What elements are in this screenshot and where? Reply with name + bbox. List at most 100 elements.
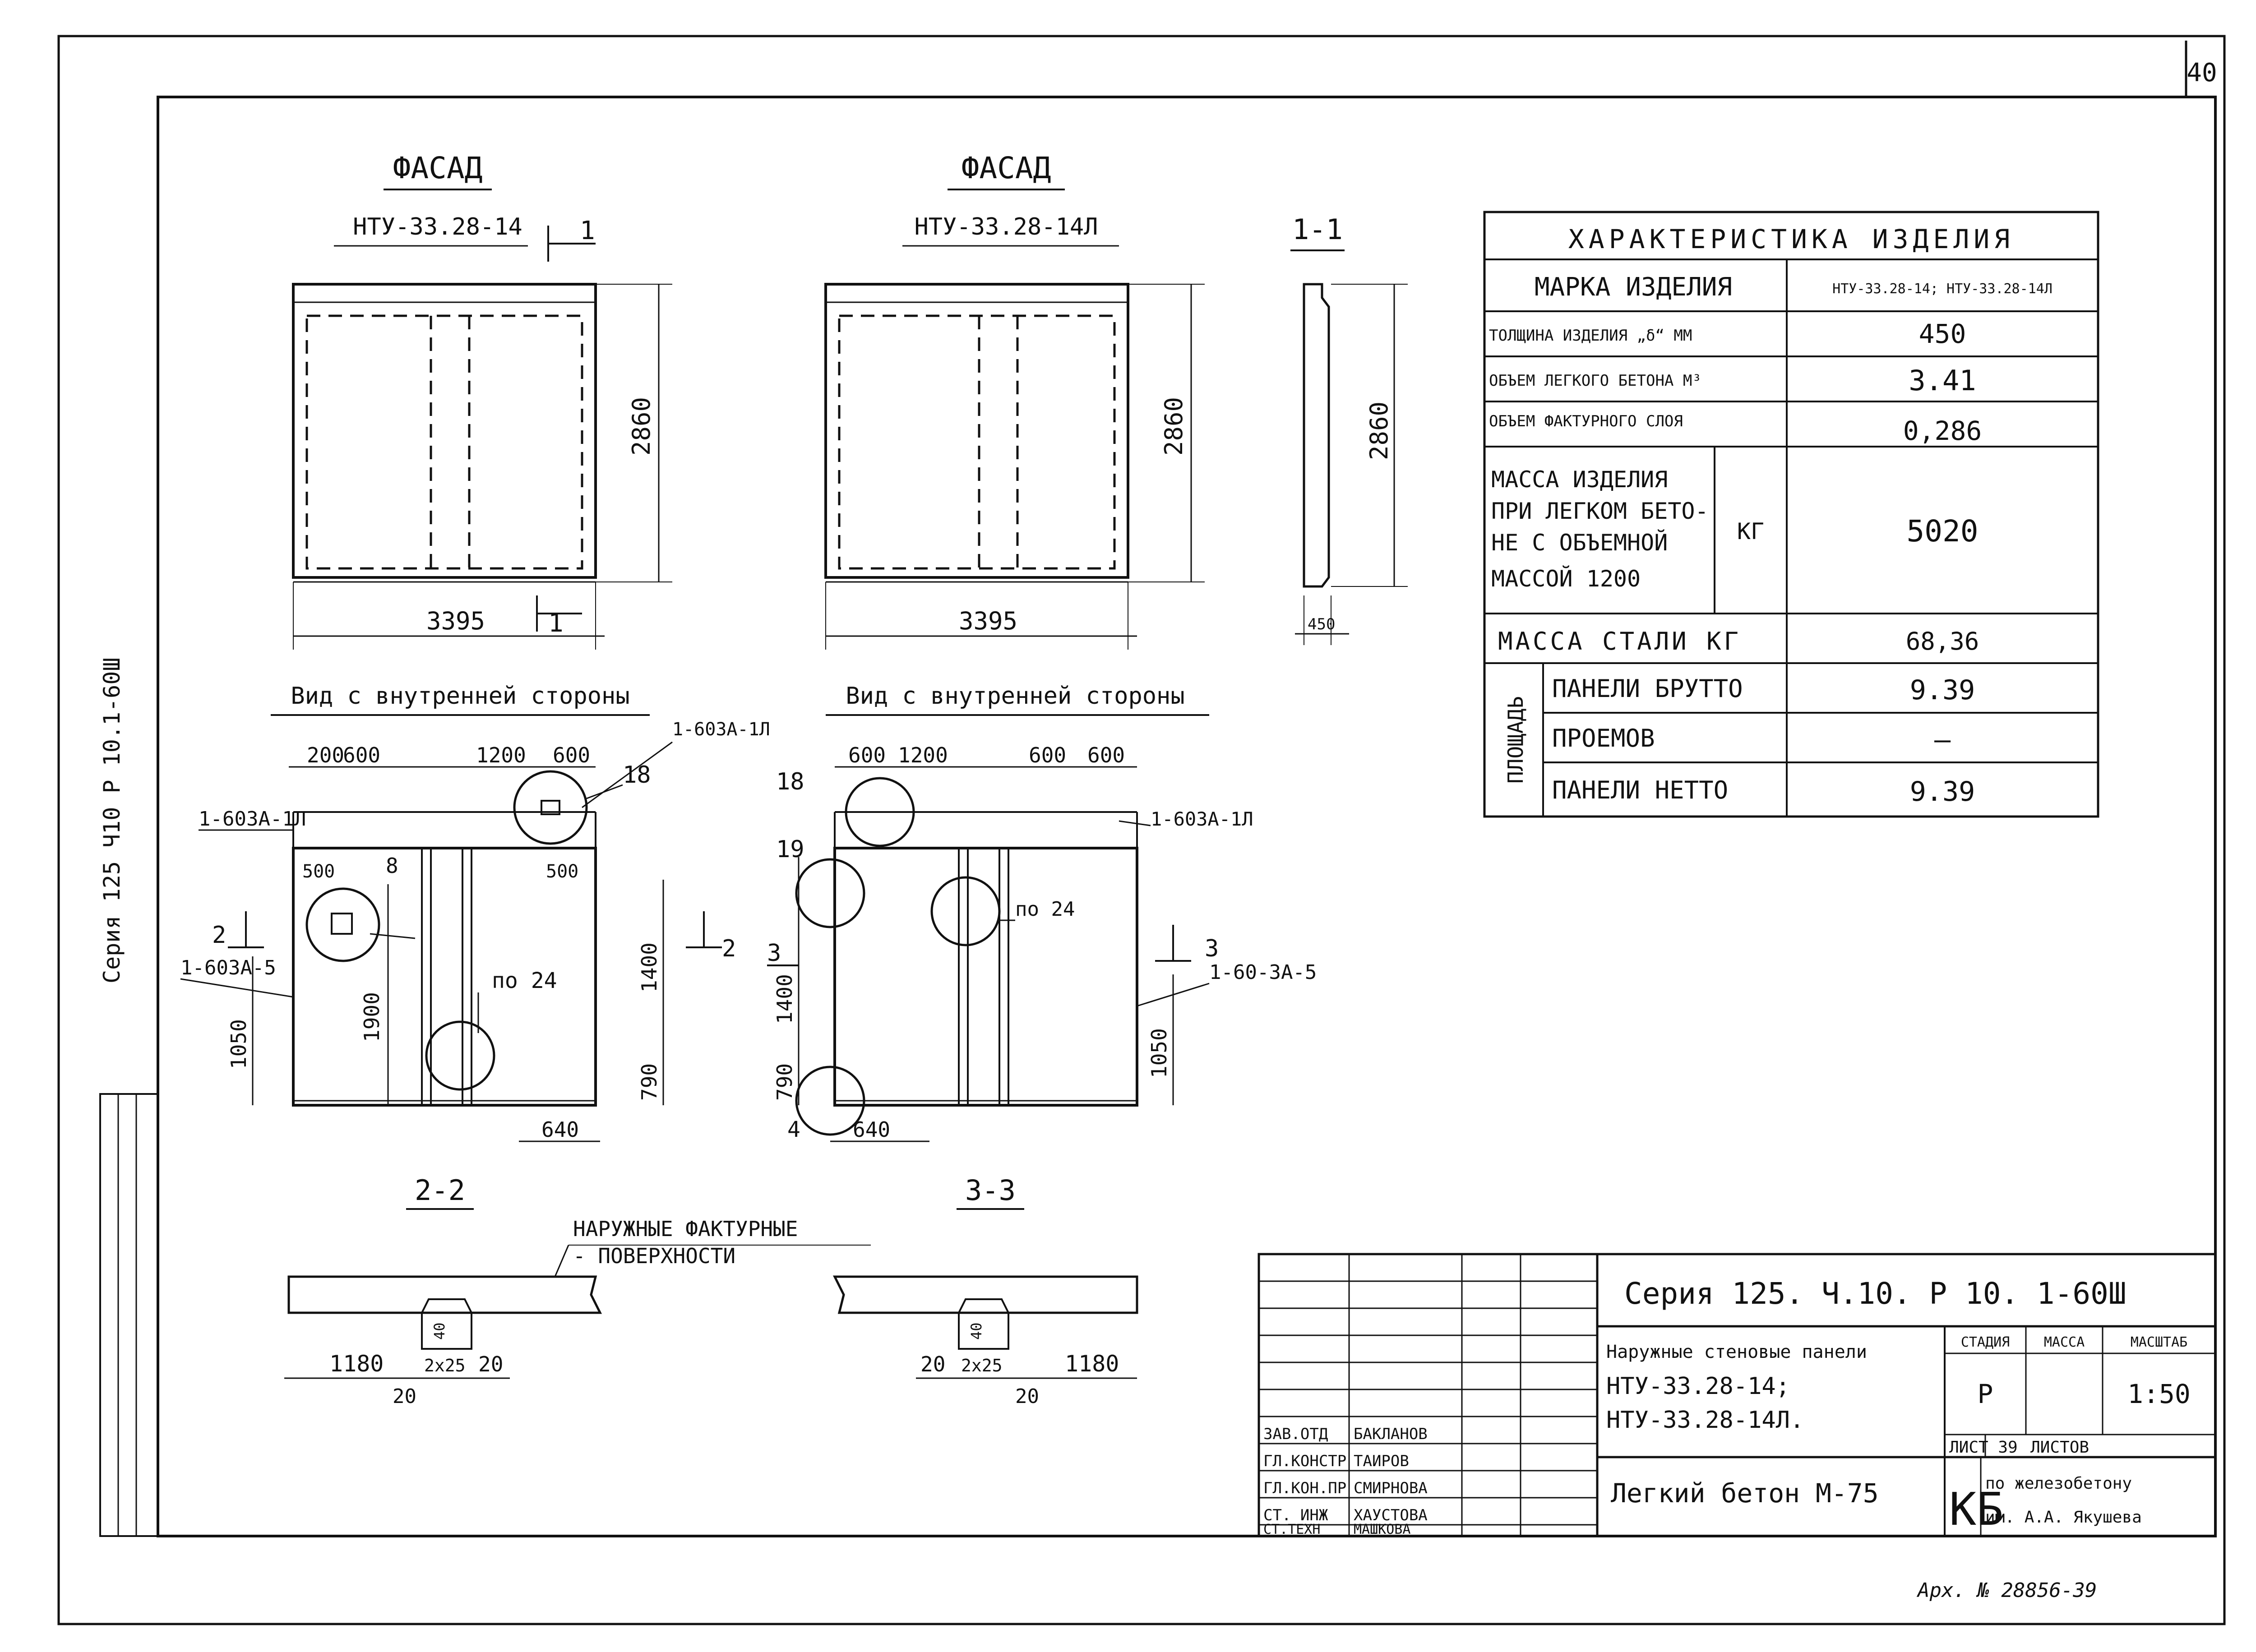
char-volume-label: ОБЪЕМ ЛЕГКОГО БЕТОНА М³ <box>1489 372 1701 390</box>
title-name-1: Наружные стеновые панели <box>1606 1342 1867 1362</box>
side-series-stamp: Серия 125 Ч10 Р 10.1-60Ш <box>99 658 125 983</box>
joint-details: НАРУЖНЫЕ ФАКТУРНЫЕ - ПОВЕРХНОСТИ 1180 2х… <box>284 1217 1138 1408</box>
view-left-dim-1400: 1400 <box>637 942 661 992</box>
sheet-number: 40 <box>2187 58 2217 88</box>
sheet-frame <box>57 35 2226 1625</box>
view-left-cut-mark-left: 2 <box>212 922 226 949</box>
joint-left-d5: 40 <box>431 1322 448 1340</box>
title-sheet: ЛИСТ 39 <box>1949 1438 2018 1457</box>
view-left-dim-200: 200 <box>307 743 344 767</box>
title-stage-header: СТАДИЯ <box>1961 1334 2010 1350</box>
title-org-line-2: им. А.А. Якушева <box>1985 1508 2142 1527</box>
view-right-dim-600c: 600 <box>1087 743 1125 767</box>
joint-right-d3: 20 <box>920 1352 945 1376</box>
detail-circle-po24 <box>425 1020 495 1091</box>
view-left-dim-1900: 1900 <box>360 992 384 1042</box>
view-right-title: Вид с внутренней стороны <box>846 683 1184 710</box>
view-left-cut-mark-right: 2 <box>722 935 736 962</box>
title-block: ЗАВ.ОТД БАКЛАНОВ ГЛ.КОНСТР ТАИРОВ ГЛ.КОН… <box>1257 1253 2217 1537</box>
view-right-po24: по 24 <box>1015 898 1075 921</box>
detail-circle-18-right <box>845 777 915 847</box>
char-area-label: ПЛОЩАДЬ <box>1503 696 1528 784</box>
staff-role-5: СТ.ТЕХН <box>1263 1522 1320 1537</box>
detail-circle-19 <box>795 858 865 928</box>
section-3-3: 3-3 <box>965 1174 1016 1207</box>
view-left-po24: по 24 <box>492 968 557 993</box>
detail-circle-4 <box>795 1066 865 1136</box>
staff-name-4: ХАУСТОВА <box>1354 1506 1428 1524</box>
view-left-dim-500a: 500 <box>302 861 335 882</box>
section-1-1-height: 2860 <box>1365 401 1393 460</box>
title-series: Серия 125. Ч.10. Р 10. 1-60Ш <box>1624 1276 2127 1311</box>
staff-name-3: СМИРНОВА <box>1354 1479 1428 1497</box>
char-mark-value: НТУ-33.28-14; НТУ-33.28-14Л <box>1832 281 2053 297</box>
char-net-label: ПАНЕЛИ НЕТТО <box>1552 776 1728 804</box>
facade-left-mark: НТУ-33.28-14 <box>353 213 522 240</box>
detail-circle-po24-right <box>930 876 1001 946</box>
binding-strip <box>99 1093 159 1537</box>
facade-right-height: 2860 <box>1160 397 1188 456</box>
char-steel-label: МАССА СТАЛИ КГ <box>1498 627 1741 655</box>
staff-name-2: ТАИРОВ <box>1354 1452 1409 1470</box>
view-left-dim-1050: 1050 <box>227 1019 251 1069</box>
joint-right-d1: 1180 <box>1065 1351 1119 1377</box>
char-openings-label: ПРОЕМОВ <box>1552 724 1655 752</box>
char-steel-value: 68,36 <box>1906 627 1979 655</box>
panel-outline-right <box>824 283 1129 579</box>
char-mass-label-3: НЕ С ОБЪЕМНОЙ <box>1491 529 1668 556</box>
joint-left-d2: 2х25 <box>424 1356 466 1375</box>
view-left-title: Вид с внутренней стороны <box>291 683 629 710</box>
section-2-2: 2-2 <box>415 1174 465 1207</box>
view-right-callout-18: 18 <box>776 768 804 795</box>
char-mark-label: МАРКА ИЗДЕЛИЯ <box>1535 272 1732 302</box>
section-1-1: 1-1 2860 450 <box>1290 213 1408 645</box>
facade-right-title: ФАСАД <box>962 151 1051 185</box>
joint-right-d2: 2х25 <box>961 1356 1003 1375</box>
title-material: Легкий бетон М-75 <box>1611 1478 1879 1509</box>
joint-left-d4: 20 <box>393 1385 416 1408</box>
char-net-value: 9.39 <box>1910 776 1975 808</box>
archive-number: Арх. № 28856-39 <box>1916 1579 2097 1602</box>
detail-circle-18 <box>513 770 588 845</box>
title-org-line-1: по железобетону <box>1985 1474 2132 1493</box>
view-right-callout-4: 4 <box>787 1117 800 1142</box>
title-name-3: НТУ-33.28-14Л. <box>1606 1407 1804 1434</box>
surface-note-line-2: - ПОВЕРХНОСТИ <box>573 1244 735 1268</box>
staff-role-4: СТ. ИНЖ <box>1263 1506 1328 1524</box>
view-left-node-top: 1-603А-1Л <box>672 719 770 740</box>
section-1-1-thickness: 450 <box>1308 615 1335 633</box>
inside-view-left: Вид с внутренней стороны 200 600 1200 60… <box>180 683 770 1210</box>
title-org-code: КБ <box>1949 1483 2003 1536</box>
view-left-callout-8: 8 <box>386 854 398 878</box>
surface-note-line-1: НАРУЖНЫЕ ФАКТУРНЫЕ <box>573 1217 798 1241</box>
view-right-dim-640: 640 <box>853 1117 890 1142</box>
char-gross-value: 9.39 <box>1910 674 1975 706</box>
char-volume-value: 3.41 <box>1909 364 1976 397</box>
char-thickness-label: ТОЛЩИНА ИЗДЕЛИЯ „δ“ ММ <box>1489 327 1692 345</box>
facade-left-title: ФАСАД <box>393 151 483 185</box>
view-right-panel <box>833 847 1138 1107</box>
facade-right-mark: НТУ-33.28-14Л <box>915 213 1098 240</box>
view-left-panel <box>292 847 597 1107</box>
joint-right-d5: 40 <box>968 1322 985 1340</box>
view-right-callout-19: 19 <box>776 836 804 863</box>
char-thickness-value: 450 <box>1919 318 1966 349</box>
staff-name-5: МАШКОВА <box>1354 1522 1410 1537</box>
title-scale-value: 1:50 <box>2127 1379 2191 1409</box>
view-right-dim-1200: 1200 <box>898 743 948 767</box>
title-sheets: ЛИСТОВ <box>2030 1438 2089 1457</box>
section-mark-1-top: 1 <box>580 216 595 245</box>
char-title: ХАРАКТЕРИСТИКА ИЗДЕЛИЯ <box>1568 224 2014 254</box>
section-1-1-title: 1-1 <box>1292 213 1343 246</box>
view-left-dim-790: 790 <box>637 1063 661 1101</box>
view-right-dim-790: 790 <box>772 1063 797 1101</box>
char-facing-label: ОБЪЕМ ФАКТУРНОГО СЛОЯ <box>1489 412 1683 430</box>
char-facing-value: 0,286 <box>1903 415 1982 446</box>
facade-left-height: 2860 <box>627 397 656 456</box>
char-mass-label-1: МАССА ИЗДЕЛИЯ <box>1491 466 1668 493</box>
view-right-node-top: 1-603А-1Л <box>1151 808 1253 830</box>
char-mass-unit: КГ <box>1737 518 1764 545</box>
staff-role-2: ГЛ.КОНСТР <box>1263 1452 1346 1470</box>
char-gross-label: ПАНЕЛИ БРУТТО <box>1552 674 1743 703</box>
